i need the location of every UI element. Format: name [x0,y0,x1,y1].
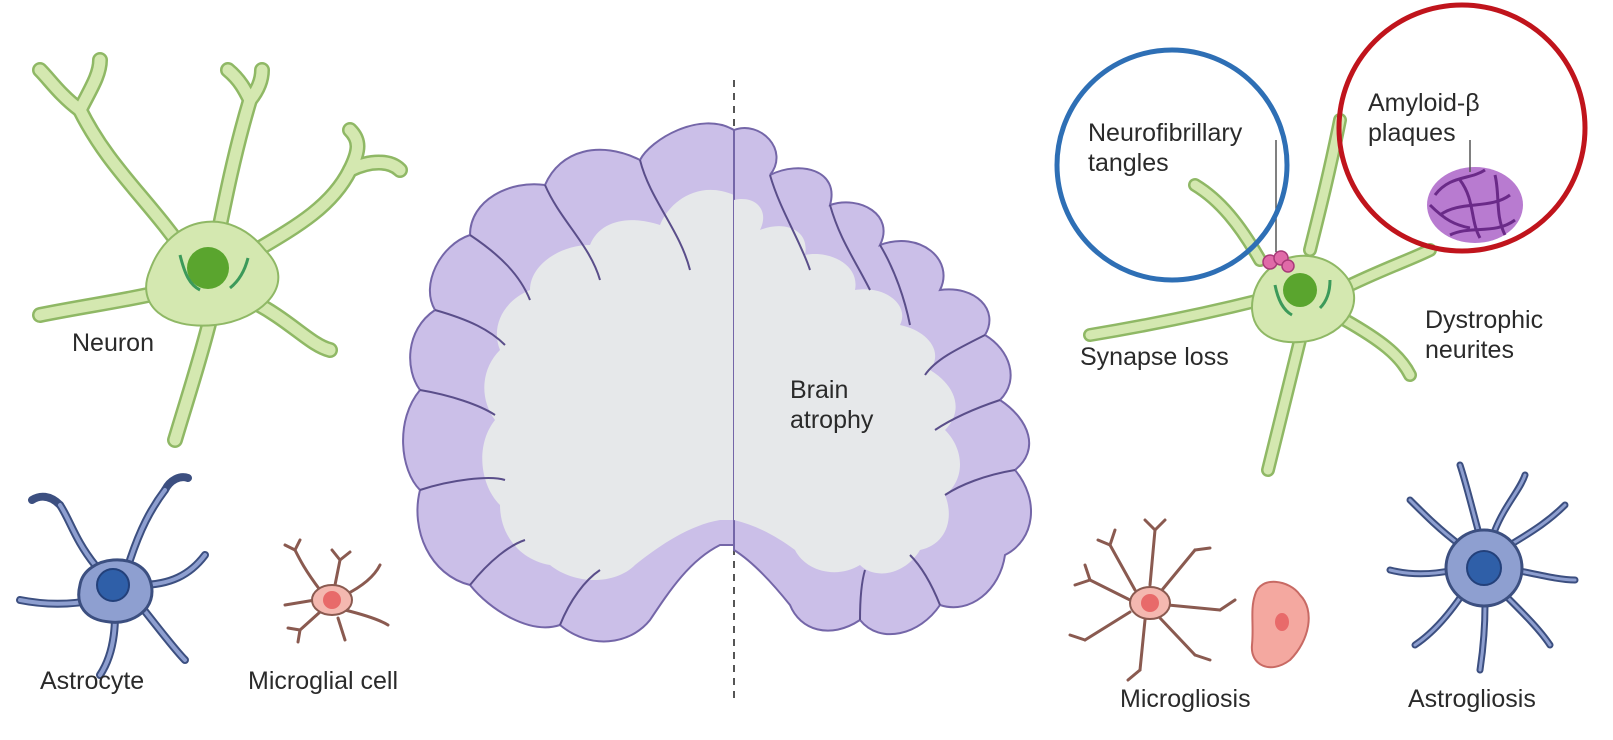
neuron-nucleus [187,247,229,289]
amyloid-plaque-mark [1427,167,1523,243]
label-microglial-cell: Microglial cell [248,666,398,696]
microglia-nucleus [323,591,341,609]
label-brain-atrophy-2: atrophy [790,405,873,435]
label-neuron: Neuron [72,328,154,358]
astrocyte [20,477,205,675]
astrogliosis-cell [1390,465,1575,670]
label-amyloid-2: plaques [1368,118,1456,148]
brain-atrophied-half [734,128,1031,634]
label-dystrophic-1: Dystrophic [1425,305,1543,335]
label-brain-atrophy-1: Brain [790,375,848,405]
brain-healthy-half [403,123,734,641]
label-dystrophic-2: neurites [1425,335,1514,365]
label-neurofibrillary-1: Neurofibrillary [1088,118,1242,148]
label-neurofibrillary-2: tangles [1088,148,1169,178]
diseased-neuron-nucleus [1283,273,1317,307]
microgliosis-cells [1070,520,1309,680]
label-amyloid-1: Amyloid-β [1368,88,1480,118]
label-microgliosis: Microgliosis [1120,684,1251,714]
label-synapse-loss: Synapse loss [1080,342,1229,372]
label-astrogliosis: Astrogliosis [1408,684,1536,714]
microglial-cell [285,540,388,642]
astrocyte-nucleus [97,569,129,601]
label-astrocyte: Astrocyte [40,666,144,696]
healthy-neuron [40,60,400,440]
